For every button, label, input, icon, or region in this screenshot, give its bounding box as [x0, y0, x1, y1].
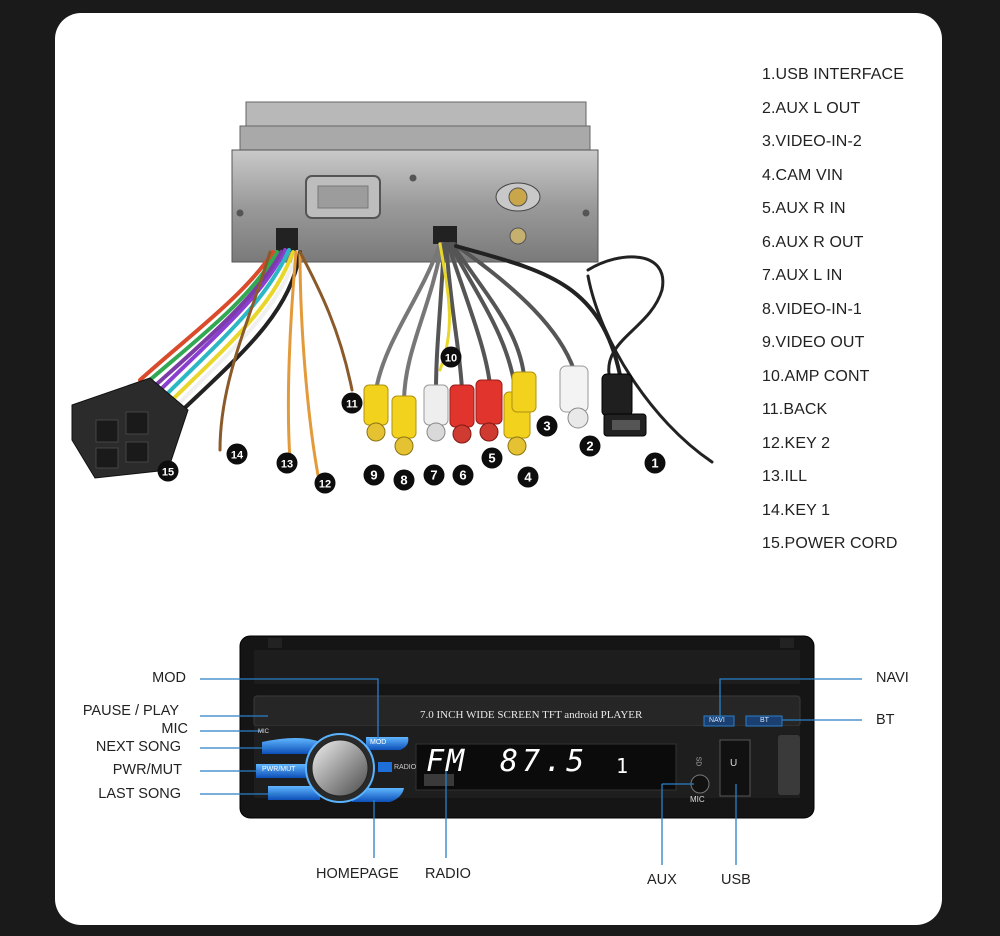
callout-pwr-mut: PWR/MUT	[112, 762, 182, 778]
legend-item: 6.AUX R OUT	[762, 233, 864, 251]
legend-item: 11.BACK	[762, 401, 828, 418]
badge-number: 9	[370, 468, 377, 483]
legend-item: 2.AUX L OUT	[762, 99, 861, 117]
callout-pause-play: PAUSE / PLAY	[82, 703, 179, 719]
legend-item: 9.VIDEO OUT	[762, 334, 865, 351]
callout-lines	[200, 678, 862, 865]
legend-item: 3.VIDEO-IN-2	[762, 133, 862, 150]
badge-circle	[393, 469, 415, 491]
badge-circle	[644, 452, 666, 474]
callout-aux: AUX	[647, 872, 677, 888]
rca-cables	[374, 242, 714, 464]
navi-button[interactable]: NAVI	[709, 717, 725, 724]
badge-circle	[157, 460, 179, 482]
usb-port-label: U	[730, 758, 738, 769]
display-frequency: 87.5	[500, 744, 589, 779]
mic-port-label: MIC	[690, 795, 705, 804]
mic-button-label: MIC	[258, 729, 269, 735]
callout-next-song: NEXT SONG	[95, 739, 181, 755]
callout-homepage: HOMEPAGE	[316, 866, 399, 882]
badge-number: 2	[586, 439, 593, 454]
legend-item: 12.KEY 2	[762, 434, 831, 452]
badge-circle	[226, 443, 248, 465]
callout-usb: USB	[721, 872, 751, 888]
callout-navi: NAVI	[876, 670, 909, 686]
legend-item: 14.KEY 1	[762, 501, 831, 519]
badge-circle	[314, 472, 336, 494]
badge-number: 4	[524, 470, 532, 485]
badge-number: 10	[445, 353, 457, 365]
callout-radio: RADIO	[425, 866, 471, 882]
legend-item: 15.POWER CORD	[762, 535, 898, 552]
badge-number: 11	[346, 399, 358, 411]
badge-number: 1	[651, 456, 658, 471]
legend-item: 4.CAM VIN	[762, 166, 843, 184]
sd-slot-label: SD	[694, 756, 702, 767]
badge-circle	[440, 346, 462, 368]
callout-last-song: LAST SONG	[98, 786, 181, 802]
badge-circle	[341, 392, 363, 414]
badge-circle	[517, 466, 539, 488]
legend-item: 7.AUX L IN	[762, 267, 843, 284]
legend-item: 8.VIDEO-IN-1	[762, 300, 862, 318]
panel-header-text: 7.0 INCH WIDE SCREEN TFT android PLAYER	[420, 709, 643, 721]
radio-button[interactable]: RADIO	[394, 764, 417, 771]
bt-button[interactable]: BT	[760, 717, 769, 724]
iso-power-connector	[71, 377, 189, 479]
badge-circle	[363, 464, 385, 486]
badge-number: 12	[319, 479, 331, 491]
front-panel	[239, 635, 815, 819]
badge-circle	[276, 452, 298, 474]
mod-button[interactable]: MOD	[370, 739, 387, 746]
connector-legend: 1.USB INTERFACE 2.AUX L OUT 3.VIDEO-IN-2 4.…	[762, 66, 904, 569]
callout-bt: BT	[876, 712, 895, 728]
badge-number: 8	[400, 473, 407, 488]
legend-item: 5.AUX R IN	[762, 200, 846, 217]
badge-number: 15	[162, 467, 174, 479]
legend-item: 13.ILL	[762, 468, 808, 485]
badge-number: 3	[543, 419, 550, 434]
badge-circle	[423, 464, 445, 486]
legend-item: 10.AMP CONT	[762, 367, 870, 385]
badge-number: 14	[231, 450, 244, 462]
badge-number: 5	[488, 451, 495, 466]
badge-circle	[536, 415, 558, 437]
legend-item: 1.USB INTERFACE	[762, 66, 904, 83]
badge-circle	[481, 447, 503, 469]
badge-number: 7	[430, 468, 437, 483]
rca-plugs	[363, 365, 647, 456]
badge-circle	[579, 435, 601, 457]
display-band: FM	[426, 744, 467, 779]
display-preset: 1	[616, 754, 629, 778]
badge-circle	[452, 464, 474, 486]
callout-mic: MIC	[161, 721, 188, 737]
badge-number: 13	[281, 459, 293, 471]
pwr-mut-button[interactable]: PWR/MUT	[262, 766, 296, 773]
head-unit-chassis	[231, 101, 599, 263]
power-harness-wires	[138, 248, 354, 477]
badge-number: 6	[459, 468, 466, 483]
callout-mod: MOD	[152, 670, 186, 686]
